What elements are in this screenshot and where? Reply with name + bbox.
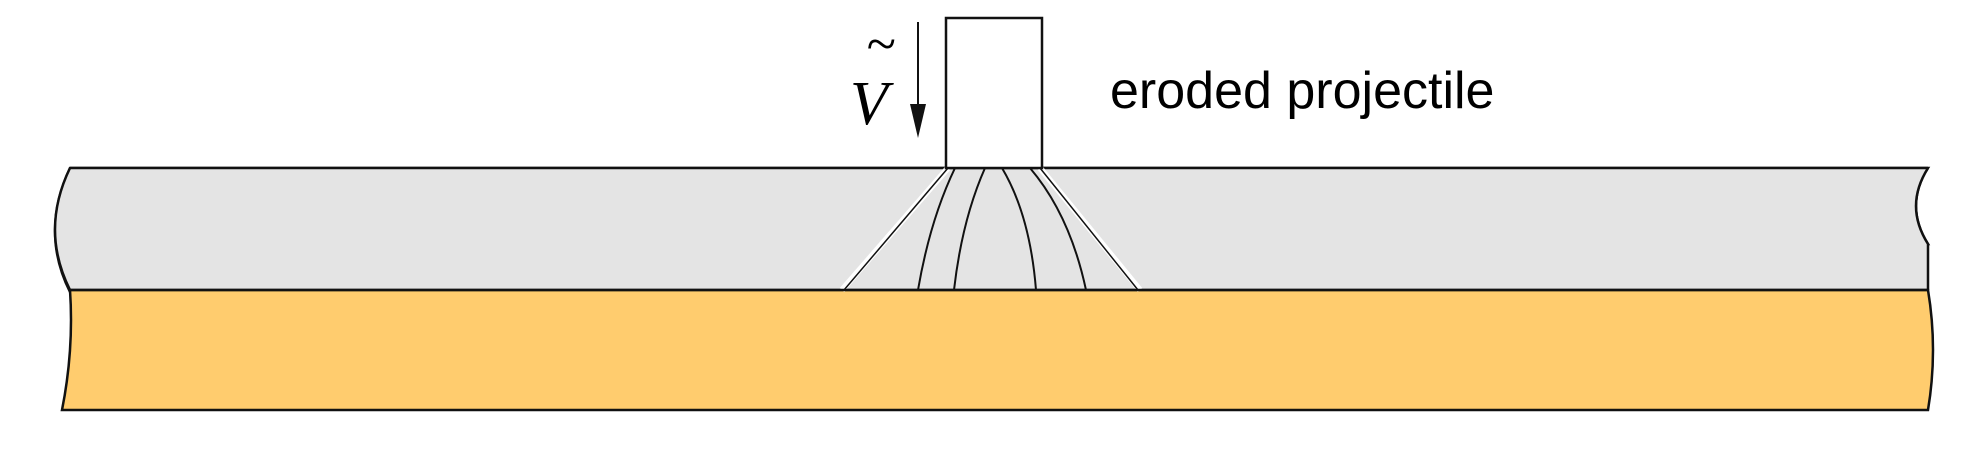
velocity-arrow-head [910,104,926,138]
base-layer [60,288,1935,412]
velocity-accent: ~ [866,14,895,74]
velocity-symbol: V [850,70,894,138]
eroded-layer-right-edge [1914,167,1930,290]
flow-line-1 [917,167,956,291]
eroded-layer-left-edge [53,167,72,291]
shear-line-left-inner [843,167,949,291]
flow-line-2 [953,167,986,291]
projectile-label: eroded projectile [1110,62,1494,120]
eroded-projectile [944,16,1044,170]
flow-line-4 [1029,167,1087,291]
eroded-layer-fill [55,168,1928,290]
flow-line-3 [1001,167,1037,291]
shear-line-right-inner [1039,167,1139,291]
